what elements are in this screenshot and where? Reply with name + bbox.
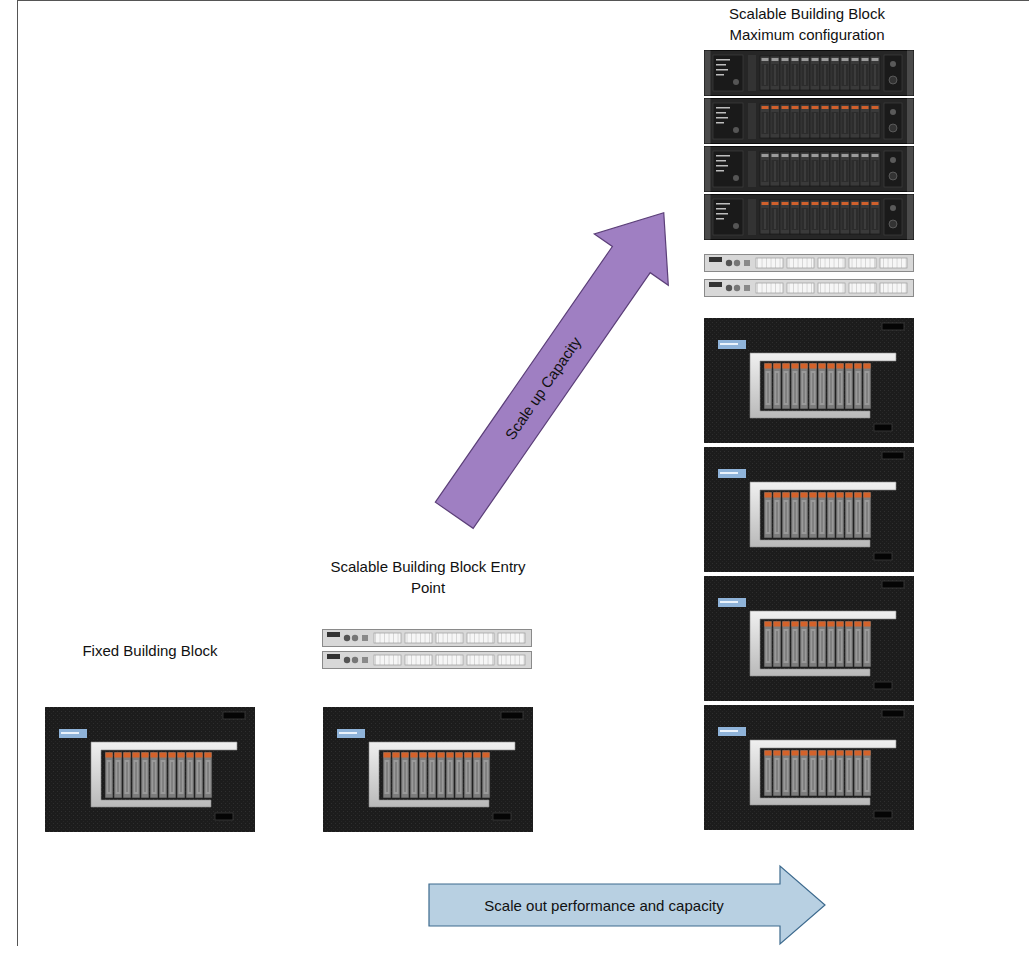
heading-label: Scalable Building Block Entry Point (326, 556, 531, 598)
arrow-body (417, 187, 700, 541)
heading-label: Scalable Building Block Maximum configur… (705, 3, 910, 45)
frame-line (17, 0, 18, 946)
storage-enclosure (45, 707, 255, 832)
storage-enclosure (323, 707, 533, 832)
storage-enclosure (704, 447, 914, 572)
storage-enclosure (704, 705, 914, 830)
server (705, 99, 914, 144)
heading-label: Fixed Building Block (48, 640, 253, 661)
server (705, 51, 914, 96)
arrow-label: Scale up Capacity (446, 254, 639, 521)
storage-enclosure (704, 576, 914, 701)
network-switch (705, 255, 914, 272)
network-switch (323, 652, 532, 669)
server (705, 195, 914, 240)
network-switch (323, 630, 532, 647)
arrow-body (429, 866, 825, 944)
storage-enclosure (704, 318, 914, 443)
arrow-label: Scale out performance and capacity (428, 896, 780, 915)
scale-out-arrow: Scale out performance and capacity (428, 865, 826, 945)
network-switch (705, 280, 914, 297)
frame-line (17, 0, 1029, 1)
server (705, 147, 914, 192)
scale-up-arrow: Scale up Capacity (416, 186, 702, 543)
